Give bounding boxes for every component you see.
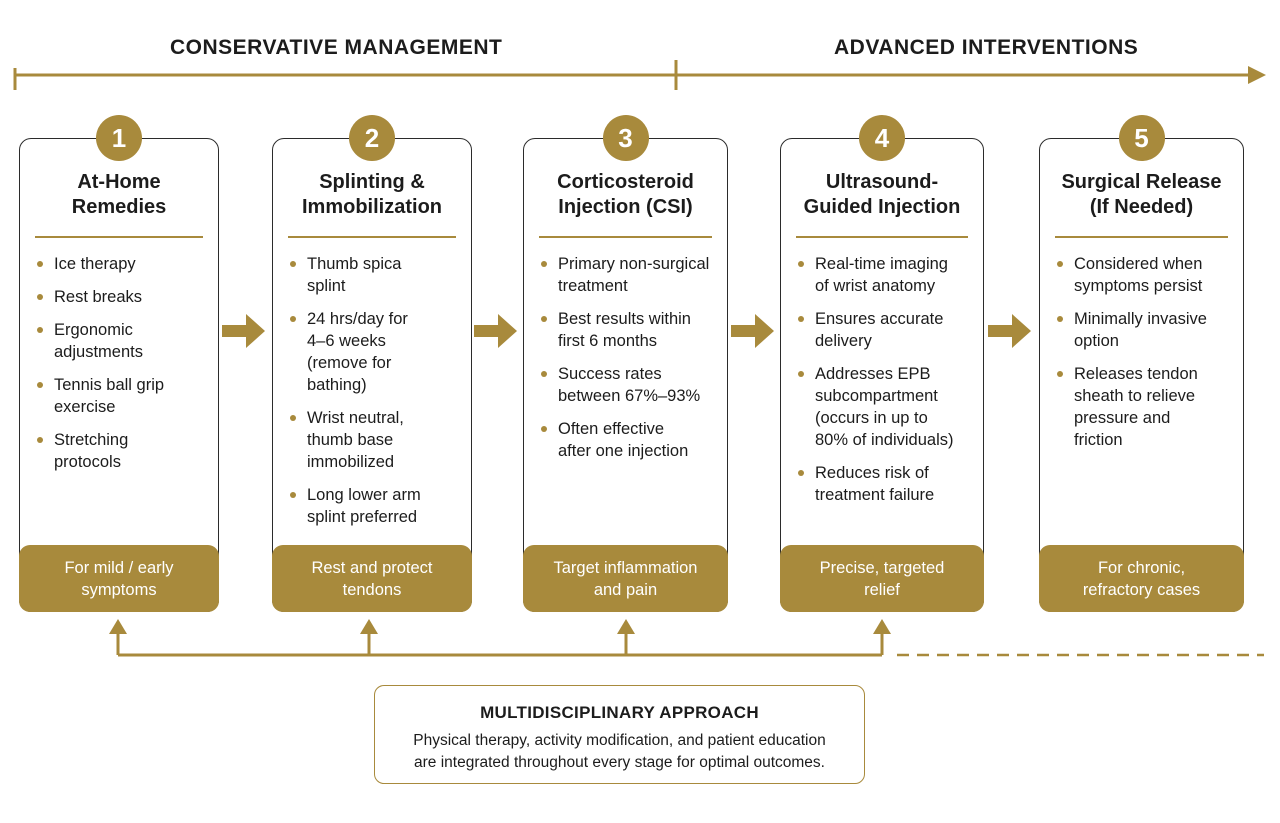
- divider: [1055, 236, 1228, 238]
- bullet-item: Considered when symptoms persist: [1054, 253, 1233, 297]
- bullet-item: Wrist neutral, thumb base immobilized: [287, 407, 461, 473]
- approach-title: MULTIDISCIPLINARY APPROACH: [480, 703, 759, 722]
- bullet-item: Rest breaks: [34, 286, 208, 308]
- step-number-badge: 5: [1118, 115, 1165, 161]
- step-card-ultrasound-guided-injection: 4 Ultrasound- Guided Injection Real-time…: [780, 115, 984, 612]
- bullet-list: Considered when symptoms persist Minimal…: [1054, 253, 1233, 462]
- step-card-surgical-release: 5 Surgical Release (If Needed) Considere…: [1039, 115, 1244, 612]
- divider: [796, 236, 968, 238]
- step-title: Corticosteroid Injection (CSI): [557, 171, 694, 218]
- bullet-item: Primary non-surgical treatment: [538, 253, 717, 297]
- bullet-item: Minimally invasive option: [1054, 308, 1233, 352]
- step-title: Ultrasound- Guided Injection: [803, 171, 961, 218]
- bullet-item: Success rates between 67%–93%: [538, 363, 717, 407]
- timeline-arrow: [13, 60, 1266, 90]
- step-number-badge: 2: [349, 115, 395, 161]
- bullet-item: Releases tendon sheath to relieve pressu…: [1054, 363, 1233, 451]
- bullet-item: Best results within first 6 months: [538, 308, 717, 352]
- bullet-item: Stretching protocols: [34, 429, 208, 473]
- divider: [35, 236, 203, 238]
- bullet-list: Ice therapy Rest breaks Ergonomic adjust…: [34, 253, 208, 484]
- phase-label-advanced: ADVANCED INTERVENTIONS: [834, 36, 1139, 59]
- right-arrow-icon: [731, 314, 774, 348]
- bullet-item: Reduces risk of treatment failure: [795, 462, 973, 506]
- bullet-item: Ice therapy: [34, 253, 208, 275]
- bullet-item: Tennis ball grip exercise: [34, 374, 208, 418]
- step-number-badge: 1: [96, 115, 142, 161]
- bullet-list: Primary non-surgical treatment Best resu…: [538, 253, 717, 473]
- step-number-badge: 3: [602, 115, 649, 161]
- feedback-line: [109, 619, 1264, 657]
- step-footer: For chronic, refractory cases: [1039, 545, 1244, 612]
- step-footer: For mild / early symptoms: [19, 545, 219, 612]
- phase-label-conservative: CONSERVATIVE MANAGEMENT: [170, 36, 503, 59]
- multidisciplinary-approach-box: MULTIDISCIPLINARY APPROACH Physical ther…: [374, 685, 865, 784]
- bullet-item: 24 hrs/day for 4–6 weeks (remove for bat…: [287, 308, 461, 396]
- bullet-item: Addresses EPB subcompartment (occurs in …: [795, 363, 973, 451]
- approach-description: Physical therapy, activity modification,…: [413, 732, 826, 771]
- right-arrow-icon: [222, 314, 265, 348]
- step-card-splinting: 2 Splinting & Immobilization Thumb spica…: [272, 115, 472, 612]
- bullet-item: Often effective after one injection: [538, 418, 717, 462]
- bullet-list: Thumb spica splint 24 hrs/day for 4–6 we…: [287, 253, 461, 539]
- bullet-item: Thumb spica splint: [287, 253, 461, 297]
- divider: [288, 236, 456, 238]
- bullet-item: Ergonomic adjustments: [34, 319, 208, 363]
- bullet-item: Ensures accurate delivery: [795, 308, 973, 352]
- right-arrow-icon: [988, 314, 1031, 348]
- step-footer: Rest and protect tendons: [272, 545, 472, 612]
- right-arrow-icon: [474, 314, 517, 348]
- step-title: Surgical Release (If Needed): [1061, 171, 1222, 218]
- step-footer: Precise, targeted relief: [780, 545, 984, 612]
- step-title: Splinting & Immobilization: [302, 171, 442, 218]
- step-number-badge: 4: [859, 115, 905, 161]
- bullet-list: Real-time imaging of wrist anatomy Ensur…: [795, 253, 973, 517]
- divider: [539, 236, 712, 238]
- step-card-at-home-remedies: 1 At-Home Remedies Ice therapy Rest brea…: [19, 115, 219, 612]
- bullet-item: Long lower arm splint preferred: [287, 484, 461, 528]
- step-title: At-Home Remedies: [71, 171, 167, 218]
- bullet-item: Real-time imaging of wrist anatomy: [795, 253, 973, 297]
- step-card-corticosteroid-injection: 3 Corticosteroid Injection (CSI) Primary…: [523, 115, 728, 612]
- step-footer: Target inflammation and pain: [523, 545, 728, 612]
